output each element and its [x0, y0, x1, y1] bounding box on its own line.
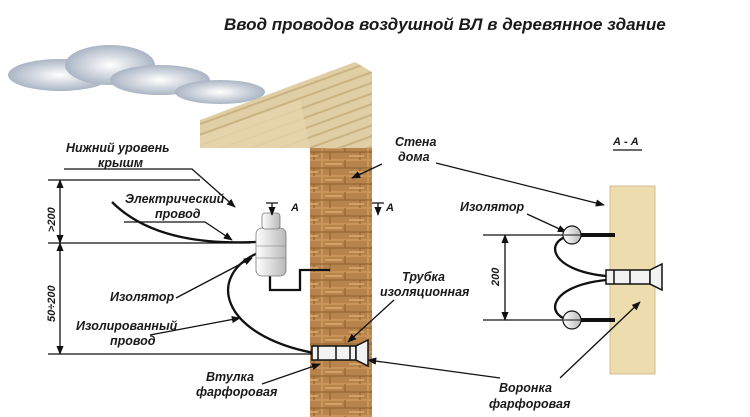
dim-right: 200	[490, 267, 502, 287]
label-roof-level-1: Нижний уровень	[66, 141, 170, 155]
label-funnel-1: Воронка	[499, 381, 552, 395]
label-electric-wire-1: Электрический	[125, 192, 225, 206]
label-wall-1: Стена	[395, 135, 436, 149]
electric-wire	[111, 201, 257, 244]
label-insulator-right: Изолятор	[460, 200, 525, 214]
label-tube-2: изоляционная	[380, 285, 470, 299]
label-insulated-wire-1: Изолированный	[76, 319, 178, 333]
label-insulated-wire-2: провод	[110, 334, 156, 348]
label-funnel-2: фарфоровая	[489, 397, 571, 411]
label-roof-level-2: крышм	[98, 156, 143, 170]
cloud-image	[8, 45, 265, 104]
section-a-left: А	[290, 202, 299, 214]
insulator-hook	[268, 268, 330, 292]
roof-image	[200, 62, 372, 148]
section-a-right: А	[385, 202, 394, 214]
label-bushing-2: фарфоровая	[196, 385, 278, 399]
label-bushing-1: Втулка	[206, 370, 254, 384]
label-electric-wire-2: провод	[155, 207, 201, 221]
diagram-title: Ввод проводов воздушной ВЛ в деревянное …	[224, 15, 666, 34]
section-view-label: А - А	[612, 136, 639, 148]
wall-image	[310, 148, 372, 417]
label-tube-1: Трубка	[402, 270, 445, 284]
section-detail	[483, 225, 663, 330]
leader-lines	[64, 162, 641, 385]
label-insulator: Изолятор	[110, 290, 175, 304]
dim-lower: 50÷200	[46, 284, 58, 322]
insulator-image	[255, 212, 287, 277]
dim-top: >200	[46, 206, 58, 232]
label-wall-2: дома	[398, 150, 430, 164]
section-markers	[266, 202, 384, 215]
dimension-lines-left	[48, 179, 312, 355]
bushing-image	[311, 338, 369, 368]
